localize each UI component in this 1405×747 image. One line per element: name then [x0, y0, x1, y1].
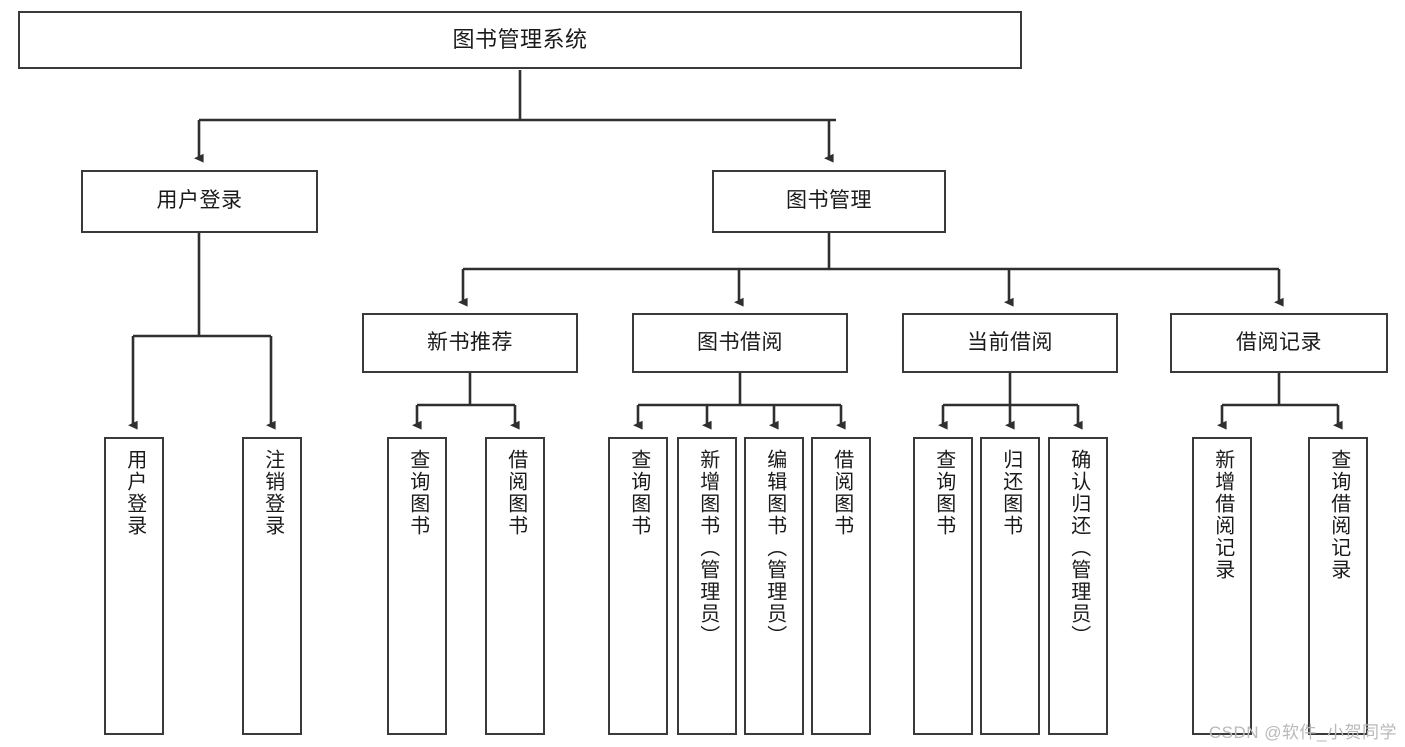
node-label: 归还图书 [999, 449, 1022, 537]
node-label: 新增借阅记录 [1211, 449, 1234, 581]
node-label: 编辑图书（管理员） [763, 449, 786, 647]
node-user-login[interactable]: 用户登录 [81, 170, 318, 233]
node-root-system[interactable]: 图书管理系统 [18, 11, 1022, 69]
node-label: 借阅图书 [830, 449, 853, 537]
node-label: 查询图书 [406, 449, 429, 537]
leaf-add-borrow-record[interactable]: 新增借阅记录 [1192, 437, 1252, 735]
leaf-add-book-admin[interactable]: 新增图书（管理员） [677, 437, 737, 735]
watermark-text: CSDN @软件_小贺同学 [1208, 723, 1397, 742]
node-label: 查询借阅记录 [1327, 449, 1350, 581]
node-label: 新书推荐 [427, 330, 513, 354]
node-label: 新增图书（管理员） [696, 449, 719, 647]
node-label: 借阅图书 [504, 449, 527, 537]
node-label: 借阅记录 [1236, 330, 1322, 354]
node-current-borrow[interactable]: 当前借阅 [902, 313, 1118, 373]
node-label: 用户登录 [156, 189, 243, 213]
node-new-book-recommend[interactable]: 新书推荐 [362, 313, 578, 373]
leaf-user-login[interactable]: 用户登录 [104, 437, 164, 735]
leaf-query-book-recommend[interactable]: 查询图书 [387, 437, 447, 735]
leaf-return-book[interactable]: 归还图书 [980, 437, 1040, 735]
node-label: 图书管理系统 [452, 27, 588, 53]
leaf-query-book-current[interactable]: 查询图书 [913, 437, 973, 735]
leaf-edit-book-admin[interactable]: 编辑图书（管理员） [744, 437, 804, 735]
node-label: 当前借阅 [967, 330, 1053, 354]
node-label: 确认归还（管理员） [1067, 449, 1090, 647]
leaf-borrow-book-recommend[interactable]: 借阅图书 [485, 437, 545, 735]
node-borrow-record[interactable]: 借阅记录 [1170, 313, 1388, 373]
node-label: 图书借阅 [697, 330, 783, 354]
leaf-query-borrow-record[interactable]: 查询借阅记录 [1308, 437, 1368, 735]
node-label: 图书管理 [786, 189, 872, 213]
node-label: 查询图书 [627, 449, 650, 537]
leaf-borrow-book[interactable]: 借阅图书 [811, 437, 871, 735]
node-book-borrow[interactable]: 图书借阅 [632, 313, 848, 373]
leaf-logout[interactable]: 注销登录 [242, 437, 302, 735]
leaf-confirm-return-admin[interactable]: 确认归还（管理员） [1048, 437, 1108, 735]
node-label: 注销登录 [261, 449, 284, 537]
leaf-query-book-borrow[interactable]: 查询图书 [608, 437, 668, 735]
node-label: 查询图书 [932, 449, 955, 537]
node-label: 用户登录 [123, 449, 146, 537]
node-book-management[interactable]: 图书管理 [712, 170, 946, 233]
